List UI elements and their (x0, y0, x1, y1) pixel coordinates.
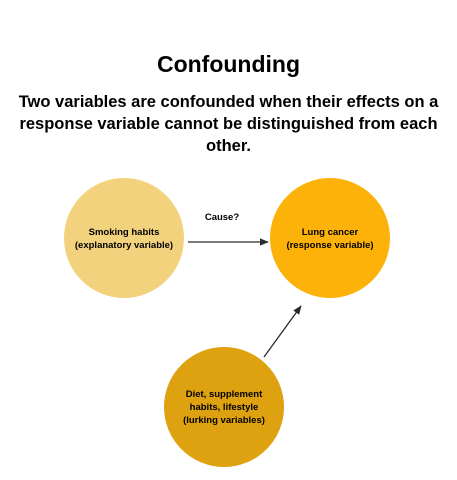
lurking-line-1: Diet, supplement (186, 389, 263, 400)
explanatory-line-1: Smoking habits (89, 227, 160, 238)
page-title: Confounding (156, 51, 301, 77)
edge-lurking-influence (263, 305, 302, 358)
node-response-variable: Lung cancer (response variable) (270, 178, 390, 298)
lurking-line-2: habits, lifestyle (190, 402, 259, 413)
response-line-2: (response variable) (286, 240, 373, 251)
explanatory-circle (64, 178, 184, 298)
cause-label: Cause? (205, 212, 240, 223)
response-line-1: Lung cancer (302, 227, 359, 238)
lurking-circle (164, 347, 284, 467)
definition-text: Two variables are confounded when their … (18, 93, 439, 155)
node-explanatory-variable: Smoking habits (explanatory variable) (64, 178, 184, 298)
edge-cause: Cause? (188, 212, 269, 246)
explanatory-line-2: (explanatory variable) (75, 240, 173, 251)
lurking-line-3: (lurking variables) (183, 415, 265, 426)
node-lurking-variables: Diet, supplement habits, lifestyle (lurk… (164, 347, 284, 467)
lurking-arrow (263, 305, 302, 358)
response-circle (270, 178, 390, 298)
